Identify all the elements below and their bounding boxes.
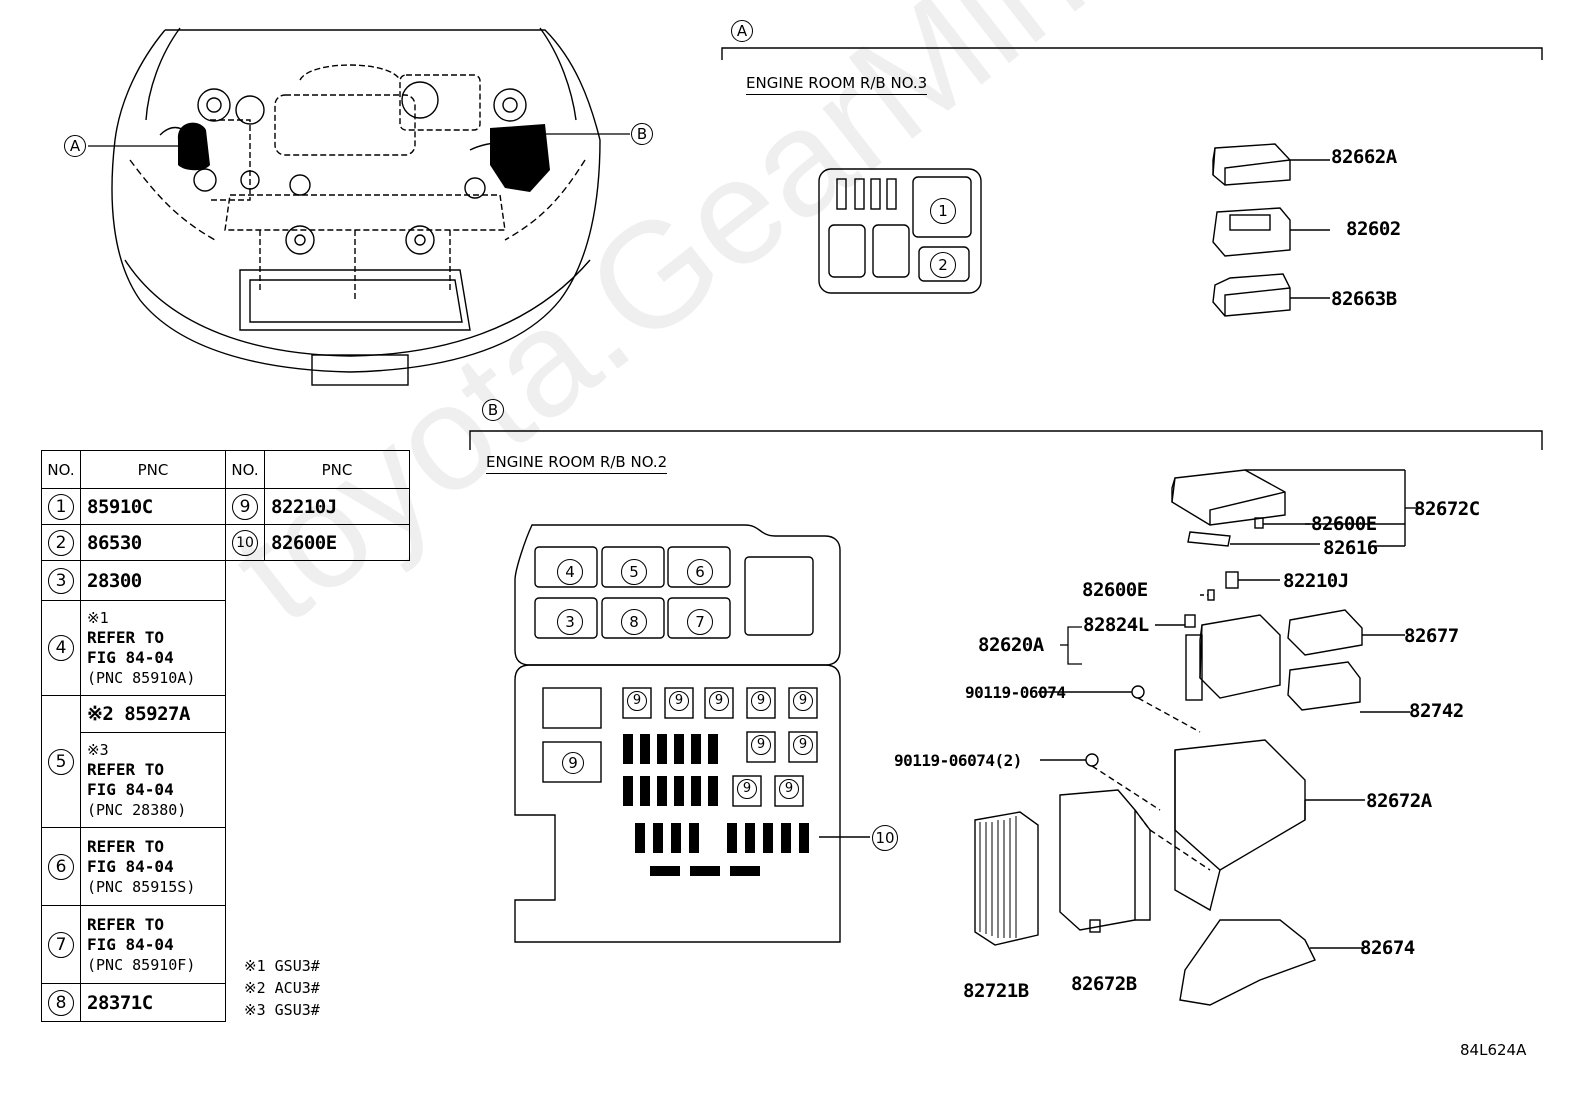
table-header-no: NO. (225, 450, 265, 489)
section-b-bracket (469, 430, 1543, 450)
table-row-no: 6 (41, 827, 81, 906)
refer-text: REFER TO (87, 914, 165, 934)
refer-text: REFER TO (87, 836, 165, 856)
table-row-pnc: REFER TO FIG 84-04 (PNC 85910F) (80, 905, 226, 984)
part-82616: 82616 (1323, 537, 1378, 559)
refer-pnc: (PNC 85910A) (87, 669, 196, 687)
slot-2-marker: 2 (930, 252, 956, 278)
part-82674: 82674 (1360, 937, 1415, 959)
table-row-pnc: REFER TO FIG 84-04 (PNC 85915S) (80, 827, 226, 906)
slot-5-marker: 5 (621, 559, 647, 585)
table-row-pnc: 82210J (264, 488, 410, 525)
fuse-9-marker: 9 (779, 779, 799, 799)
part-90119-06074-2: 90119-06074(2) (894, 751, 1022, 770)
slot-3-marker: 3 (557, 609, 583, 635)
table-row-no: 1 (41, 488, 81, 525)
slot-7-marker: 7 (687, 609, 713, 635)
table-row-no: 5 (41, 695, 81, 828)
section-a-bracket (721, 47, 1543, 60)
slot-8-marker: 8 (621, 609, 647, 635)
section-b-marker: B (482, 399, 504, 421)
part-90119-06074: 90119-06074 (965, 683, 1066, 702)
part-82620a: 82620A (978, 634, 1044, 656)
fuse-9-marker: 9 (751, 691, 771, 711)
fuse-9-marker: 9 (627, 691, 647, 711)
relay-b-exploded-parts (974, 469, 1420, 1006)
table-row-pnc: 86530 (80, 524, 226, 561)
refer-pnc: (PNC 28380) (87, 801, 187, 819)
part-82600e: 82600E (1082, 579, 1148, 601)
table-header-pnc: PNC (264, 450, 410, 489)
diagram-code: 84L624A (1460, 1041, 1527, 1059)
engine-bay-illustration (88, 27, 630, 386)
part-82742: 82742 (1409, 700, 1464, 722)
table-row-pnc: ※3 REFER TO FIG 84-04 (PNC 28380) (80, 732, 226, 828)
fuse-9-marker: 9 (562, 752, 584, 774)
table-row-pnc: ※1 REFER TO FIG 84-04 (PNC 85910A) (80, 600, 226, 696)
refer-text: REFER TO (87, 628, 165, 647)
note-marker: ※3 (87, 741, 109, 759)
part-82721b: 82721B (963, 980, 1029, 1002)
refer-fig: FIG 84-04 (87, 780, 174, 799)
section-a-marker: A (731, 20, 753, 42)
note-marker: ※1 (87, 609, 109, 627)
part-82672c: 82672C (1414, 498, 1480, 520)
table-row-no: 10 (225, 524, 265, 561)
refer-pnc: (PNC 85910F) (87, 955, 196, 974)
table-header-no: NO. (41, 450, 81, 489)
table-row-pnc: ※2 85927A (80, 695, 226, 733)
footnotes: ※1 GSU3# ※2 ACU3# ※3 GSU3# (244, 955, 320, 1021)
relay-block-a-layout (818, 168, 982, 294)
table-row-no: 9 (225, 488, 265, 525)
fuse-9-marker: 9 (709, 691, 729, 711)
part-82210j: 82210J (1283, 570, 1349, 592)
callout-a-marker: A (64, 135, 86, 157)
part-82824l: 82824L (1083, 614, 1149, 636)
table-row-no: 2 (41, 524, 81, 561)
table-row-pnc: 28300 (80, 560, 226, 601)
table-row-no: 7 (41, 905, 81, 984)
fuse-9-marker: 9 (793, 735, 813, 755)
table-row-no: 3 (41, 560, 81, 601)
table-row-no: 8 (41, 983, 81, 1022)
table-row-no: 4 (41, 600, 81, 696)
part-82602: 82602 (1346, 218, 1401, 240)
refer-text: REFER TO (87, 760, 165, 779)
fuse-9-marker: 9 (751, 735, 771, 755)
fuse-10-marker: 10 (872, 825, 898, 851)
refer-pnc: (PNC 85915S) (87, 877, 196, 896)
part-82662a: 82662A (1331, 146, 1397, 168)
slot-6-marker: 6 (687, 559, 713, 585)
footnote: ※2 ACU3# (244, 979, 320, 997)
part-82672a: 82672A (1366, 790, 1432, 812)
table-header-pnc: PNC (80, 450, 226, 489)
table-empty-area (226, 561, 410, 1022)
part-82663b: 82663B (1331, 288, 1397, 310)
fuse-9-marker: 9 (737, 779, 757, 799)
callout-b-marker: B (631, 123, 653, 145)
pnc-table: NO. PNC NO. PNC 1 85910C 9 82210J 2 8653… (41, 450, 410, 1022)
table-row-pnc: 28371C (80, 983, 226, 1022)
refer-fig: FIG 84-04 (87, 648, 174, 667)
section-a-title: ENGINE ROOM R/B NO.3 (746, 74, 928, 95)
footnote: ※3 GSU3# (244, 1001, 320, 1019)
part-82672b: 82672B (1071, 973, 1137, 995)
refer-fig: FIG 84-04 (87, 856, 174, 876)
section-b-title: ENGINE ROOM R/B NO.2 (486, 453, 668, 474)
footnote: ※1 GSU3# (244, 957, 320, 975)
slot-1-marker: 1 (930, 198, 956, 224)
refer-fig: FIG 84-04 (87, 934, 174, 954)
table-row-pnc: 82600E (264, 524, 410, 561)
slot-4-marker: 4 (557, 559, 583, 585)
table-row-pnc: 85910C (80, 488, 226, 525)
part-82677: 82677 (1404, 625, 1459, 647)
relay-a-exploded-parts (1212, 143, 1330, 317)
part-82600e: 82600E (1311, 513, 1377, 535)
fuse-9-marker: 9 (793, 691, 813, 711)
relay-block-b-layout (514, 524, 870, 943)
fuse-9-marker: 9 (669, 691, 689, 711)
part-82620a-bracket (1060, 626, 1082, 665)
